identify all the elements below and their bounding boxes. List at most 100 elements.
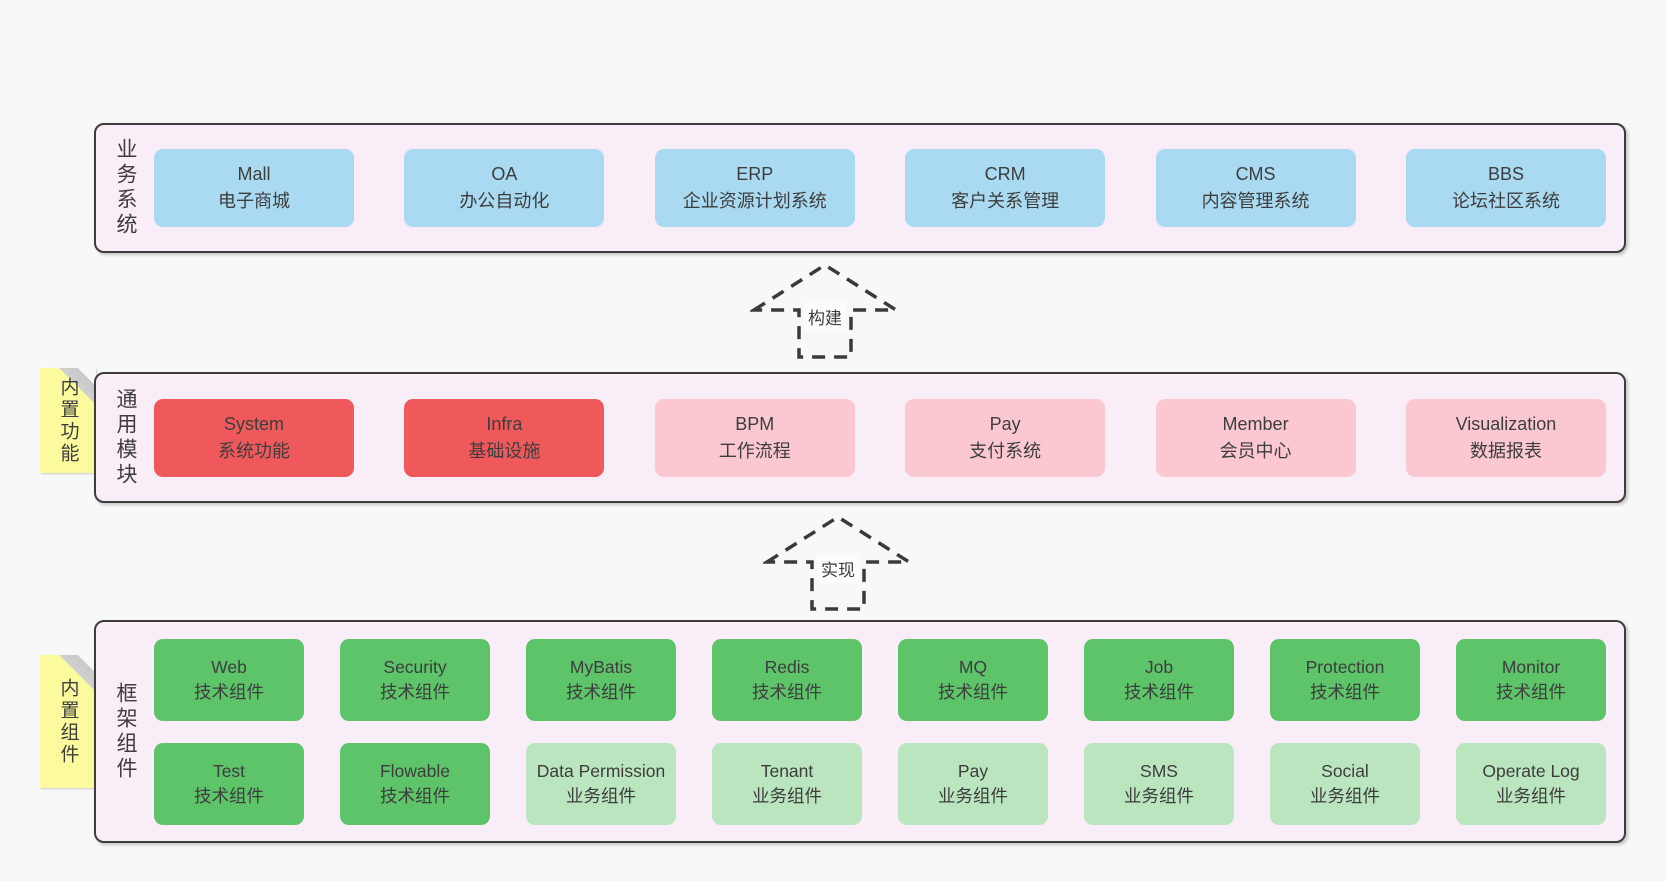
box-operate-log: Operate Log 业务组件 — [1456, 742, 1606, 825]
box-pay: Pay 支付系统 — [905, 398, 1106, 477]
box-subtitle: 客户关系管理 — [951, 191, 1060, 211]
box-title: Data Permission — [536, 760, 666, 781]
box-title: Infra — [486, 413, 523, 434]
box-subtitle: 工作流程 — [718, 440, 791, 461]
implement-arrow: 实现 — [760, 514, 916, 612]
box-title: BPM — [735, 413, 775, 434]
box-title: CRM — [984, 164, 1026, 184]
box-subtitle: 技术组件 — [938, 681, 1008, 702]
box-title: Job — [1144, 656, 1174, 677]
box-subtitle: 技术组件 — [1310, 681, 1380, 702]
section-label-text: 框架组件 — [114, 681, 137, 782]
box-oa: OA 办公自动化 — [404, 149, 605, 227]
box-bpm: BPM 工作流程 — [654, 398, 855, 477]
box-title: Test — [212, 760, 246, 781]
box-subtitle: 技术组件 — [566, 681, 636, 702]
section-framework-components: 框架组件 Web 技术组件 Security 技术组件 MyBatis 技术组件… — [94, 620, 1626, 843]
box-visualization: Visualization 数据报表 — [1405, 398, 1606, 477]
framework-row-1: Web 技术组件 Security 技术组件 MyBatis 技术组件 Redi… — [154, 638, 1606, 721]
box-monitor: Monitor 技术组件 — [1456, 638, 1606, 721]
box-title: Social — [1321, 760, 1369, 781]
box-subtitle: 技术组件 — [1496, 681, 1566, 702]
box-redis: Redis 技术组件 — [712, 638, 862, 721]
box-subtitle: 业务组件 — [1310, 785, 1380, 806]
arrow-label: 构建 — [804, 302, 846, 331]
box-title: BBS — [1487, 164, 1524, 184]
box-subtitle: 论坛社区系统 — [1451, 191, 1560, 211]
box-subtitle: 技术组件 — [380, 785, 450, 806]
box-erp: ERP 企业资源计划系统 — [654, 149, 855, 227]
box-subtitle: 技术组件 — [194, 785, 264, 806]
box-title: Flowable — [379, 760, 451, 781]
box-test: Test 技术组件 — [154, 742, 304, 825]
box-pay-component: Pay 业务组件 — [898, 742, 1048, 825]
box-flowable: Flowable 技术组件 — [340, 742, 490, 825]
section-label: 框架组件 — [96, 622, 154, 841]
box-title: System — [223, 413, 284, 434]
box-subtitle: 业务组件 — [1124, 785, 1194, 806]
box-subtitle: 业务组件 — [566, 785, 636, 806]
box-title: Pay — [957, 760, 989, 781]
box-title: MQ — [958, 656, 988, 677]
box-crm: CRM 客户关系管理 — [905, 149, 1106, 227]
modules-box-row: System 系统功能 Infra 基础设施 BPM 工作流程 Pay 支付系统… — [154, 374, 1624, 501]
box-mall: Mall 电子商城 — [154, 149, 354, 227]
box-bbs: BBS 论坛社区系统 — [1405, 149, 1606, 227]
box-title: Monitor — [1501, 656, 1561, 677]
build-arrow: 构建 — [747, 262, 903, 360]
box-subtitle: 会员中心 — [1219, 440, 1292, 461]
box-subtitle: 技术组件 — [194, 681, 264, 702]
box-title: Visualization — [1455, 413, 1557, 434]
box-subtitle: 电子商城 — [218, 191, 290, 211]
section-label: 业务系统 — [96, 125, 154, 251]
box-subtitle: 企业资源计划系统 — [682, 191, 827, 211]
box-subtitle: 内容管理系统 — [1201, 191, 1310, 211]
box-subtitle: 数据报表 — [1469, 440, 1542, 461]
section-common-modules: 通用模块 System 系统功能 Infra 基础设施 BPM 工作流程 Pay… — [94, 372, 1626, 503]
box-job: Job 技术组件 — [1084, 638, 1234, 721]
business-box-row: Mall 电子商城 OA 办公自动化 ERP 企业资源计划系统 CRM 客户关系… — [154, 125, 1624, 251]
box-title: Operate Log — [1482, 760, 1580, 781]
box-data-permission: Data Permission 业务组件 — [526, 742, 676, 825]
box-title: MyBatis — [569, 656, 633, 677]
box-web: Web 技术组件 — [154, 638, 304, 721]
section-label-text: 业务系统 — [114, 138, 137, 238]
framework-row-2: Test 技术组件 Flowable 技术组件 Data Permission … — [154, 742, 1606, 825]
sticky-note-built-in-features: 内置功能 — [40, 368, 96, 473]
framework-box-rows: Web 技术组件 Security 技术组件 MyBatis 技术组件 Redi… — [154, 622, 1624, 841]
section-label: 通用模块 — [96, 374, 154, 501]
box-mq: MQ 技术组件 — [898, 638, 1048, 721]
box-tenant: Tenant 业务组件 — [712, 742, 862, 825]
box-subtitle: 技术组件 — [380, 681, 450, 702]
box-sms: SMS 业务组件 — [1084, 742, 1234, 825]
box-subtitle: 技术组件 — [1124, 681, 1194, 702]
box-title: Tenant — [760, 760, 814, 781]
dashed-up-arrow-icon — [760, 514, 916, 611]
section-label-text: 通用模块 — [114, 387, 137, 488]
box-infra: Infra 基础设施 — [404, 398, 605, 477]
box-title: Redis — [764, 656, 810, 677]
sticky-note-label: 内置功能 — [57, 376, 79, 465]
box-subtitle: 支付系统 — [969, 440, 1042, 461]
box-system: System 系统功能 — [154, 398, 354, 477]
box-title: CMS — [1235, 164, 1276, 184]
box-member: Member 会员中心 — [1155, 398, 1356, 477]
box-security: Security 技术组件 — [340, 638, 490, 721]
sticky-note-built-in-components: 内置组件 — [40, 655, 96, 788]
box-title: Protection — [1305, 656, 1385, 677]
box-subtitle: 业务组件 — [752, 785, 822, 806]
box-mybatis: MyBatis 技术组件 — [526, 638, 676, 721]
box-subtitle: 业务组件 — [1496, 785, 1566, 806]
box-subtitle: 业务组件 — [938, 785, 1008, 806]
arrow-label: 实现 — [817, 554, 859, 583]
box-subtitle: 办公自动化 — [459, 191, 550, 211]
box-title: Mall — [237, 164, 271, 184]
box-subtitle: 系统功能 — [218, 440, 290, 461]
box-title: SMS — [1140, 760, 1178, 781]
box-title: Member — [1222, 413, 1289, 434]
box-subtitle: 基础设施 — [468, 440, 541, 461]
box-title: Pay — [989, 413, 1021, 434]
box-title: OA — [491, 164, 518, 184]
box-title: Web — [211, 656, 247, 677]
